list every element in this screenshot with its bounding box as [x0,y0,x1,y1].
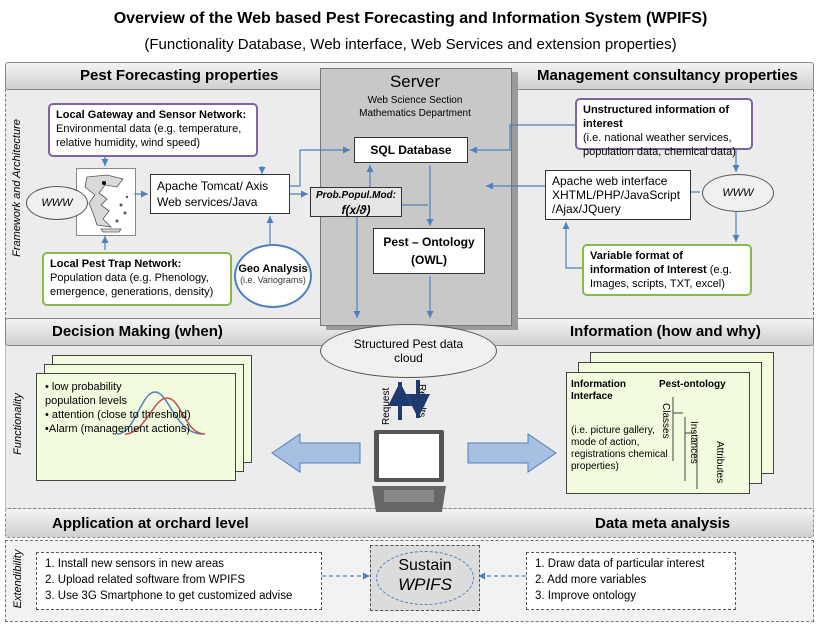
ontology-line-1: Pest – Ontology [383,235,475,249]
diagram-subtitle: (Functionality Database, Web interface, … [144,36,677,53]
band-label-application: Application at orchard level [52,515,249,532]
ontology-line-2: (OWL) [411,253,447,267]
unstructured-title: Unstructured information of interest [583,104,730,130]
server-title: Server [389,72,441,91]
bell-curve-chart-icon [116,391,206,435]
geo-analysis-circle: Geo Analysis (i.e. Variograms) [234,244,312,308]
band-label-decision: Decision Making (when) [52,323,223,340]
extend-left-item-3: 3. Use 3G Smartphone to get customized a… [45,590,293,602]
info-title-2: Interface [571,391,613,402]
trap-box: Local Pest Trap Network: Population data… [42,252,232,306]
laptop-drawing-icon [372,430,446,512]
server-line-1: Web Science Section [367,95,463,106]
tomcat-line-1: Apache Tomcat/ Axis [157,179,269,193]
geo-analysis-body: (i.e. Variograms) [240,275,306,285]
variable-format-text: Variable format of information of Intere… [590,249,744,291]
structured-cloud-line-2: cloud [394,351,423,365]
extend-right-item-1: 1. Draw data of particular interest [535,558,705,570]
tomcat-line-2: Web services/Java [157,195,258,209]
sustain-line-2: WPIFS [398,575,452,594]
structured-cloud-line-1: Structured Pest data [353,337,464,351]
ontology-tree-icon [672,397,698,489]
www-label-right: WWW [722,187,754,199]
variable-format-body: (e.g. Images, scripts, TXT, excel) [590,264,732,290]
extend-left-item-1: 1. Install new sensors in new areas [45,558,224,570]
extend-left-item-2: 2. Upload related software from WPIFS [45,574,246,586]
www-cloud-left: WWW [26,186,88,220]
model-formula: f(x/ϑ) [341,203,371,217]
band-label-management: Management consultancy properties [537,67,798,84]
laptop-icon [372,428,446,516]
geo-analysis-title: Geo Analysis [238,263,308,275]
info-title-3: Pest-ontology [659,379,726,390]
band-label-meta: Data meta analysis [595,515,731,532]
decision-item-3: •Alarm (management actions) [45,423,191,435]
band-label-pest-forecasting: Pest Forecasting properties [80,67,279,84]
greece-map-icon [84,174,129,233]
model-label: Prob.Popul.Mod: [316,190,396,201]
extend-right-item-2: 2. Add more variables [535,574,647,586]
sql-database-label: SQL Database [370,143,452,157]
tomcat-box: Apache Tomcat/ Axis Web services/Java [150,174,290,214]
decision-item-2: • attention (close to threshold) [45,409,191,421]
www-label-left: WWW [41,197,73,209]
unstructured-body: (i.e. national weather services, populat… [583,132,736,158]
variable-format-title: Variable format of information of Intere… [590,250,707,276]
gateway-title: Local Gateway and Sensor Network: [56,109,247,121]
decision-item-1: • low probability population levels [45,381,127,407]
apache-line-2: XHTML/PHP/JavaScript [552,188,681,202]
sustain-line-1: Sustain [398,557,452,574]
unstructured-box: Unstructured information of interest (i.… [575,98,753,158]
model-box: Prob.Popul.Mod: f(x/ϑ) [310,187,402,217]
info-card: Information Interface Pest-ontology (i.e… [566,372,750,494]
extend-right-box: 1. Draw data of particular interest 2. A… [526,552,736,610]
extend-right-item-3: 3. Improve ontology [535,590,637,602]
trap-title: Local Pest Trap Network: [50,258,182,270]
arrow-to-information [467,433,557,473]
gateway-box: Local Gateway and Sensor Network: Enviro… [48,103,258,157]
variable-format-box: Variable format of information of Intere… [582,244,752,296]
apache-line-1: Apache web interface [552,174,668,188]
info-body: (i.e. picture gallery, mode of action, r… [571,425,668,472]
gateway-body: Environmental data (e.g. temperature, re… [56,123,242,149]
trap-body: Population data (e.g. Phenology, emergen… [50,272,214,298]
apache-line-3: /Ajax/JQuery [552,202,621,216]
www-cloud-right: WWW [702,174,774,212]
sql-database-box: SQL Database [354,137,468,163]
server-line-2: Mathematics Department [359,108,471,119]
apache-box: Apache web interface XHTML/PHP/JavaScrip… [545,170,691,220]
diagram-title: Overview of the Web based Pest Forecasti… [113,10,708,27]
decision-card: • low probability population levels • at… [36,373,236,481]
info-title-1: Information [571,379,626,390]
arrow-to-decision [271,433,361,473]
structured-pest-data-cloud: Structured Pest data cloud [320,324,497,378]
sustain-ellipse: Sustain WPIFS [376,551,474,605]
band-label-information: Information (how and why) [570,323,761,340]
extend-left-box: 1. Install new sensors in new areas 2. U… [36,552,322,610]
ontology-box: Pest – Ontology (OWL) [373,228,485,274]
